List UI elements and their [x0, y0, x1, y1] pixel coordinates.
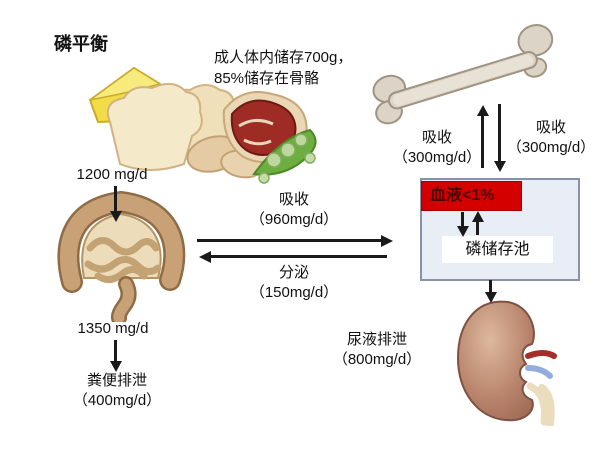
urine-value: （800mg/d）	[332, 351, 422, 368]
bread-icon	[106, 82, 236, 171]
intestine-icon	[57, 190, 186, 322]
arrow-feces-down	[114, 340, 117, 361]
phosphorus-store-label: 磷储存池	[442, 236, 553, 263]
arrow-bone-down	[498, 104, 501, 161]
arrow-pool-to-blood-up	[476, 222, 479, 235]
secretion-value: （150mg/d）	[249, 284, 339, 301]
page-title: 磷平衡	[54, 34, 108, 54]
body-storage-note: 成人体内储存700g， 85%储存在骨骼	[214, 47, 352, 89]
peas-icon	[252, 128, 317, 184]
arrow-secretion-left	[211, 255, 387, 258]
secretion-flow-label: 分泌 （150mg/d）	[250, 263, 338, 303]
bone-uptake-value: （300mg/d）	[392, 149, 482, 166]
intake-flow-label: 1200 mg/d	[76, 166, 148, 183]
urine-excretion-label: 尿液排泄 （800mg/d）	[333, 330, 421, 370]
arrow-bone-up	[481, 116, 484, 168]
bone-uptake-text: 吸收	[421, 129, 452, 146]
fecal-label: 粪便排泄	[86, 372, 147, 389]
absorption-flow-label: 吸收 （960mg/d）	[250, 190, 338, 230]
secretion-label: 分泌	[278, 264, 309, 281]
to-feces-flow-label: 1350 mg/d	[77, 320, 149, 337]
absorption-label: 吸收	[278, 191, 309, 208]
bone-release-value: （300mg/d）	[506, 139, 596, 156]
urine-label: 尿液排泄	[346, 331, 407, 348]
absorption-value: （960mg/d）	[249, 211, 339, 228]
bone-icon	[372, 24, 554, 125]
note-line-1: 成人体内储存700g，	[214, 49, 353, 66]
arrow-blood-to-pool-down	[461, 212, 464, 226]
food-illustration	[88, 66, 317, 184]
blood-compartment: 血液<1%	[421, 181, 522, 211]
note-line-2: 85%储存在骨骼	[214, 70, 320, 87]
arrow-intake-down	[114, 186, 117, 211]
fecal-excretion-label: 粪便排泄 （400mg/d）	[73, 371, 161, 411]
arrow-pool-to-kidney-down	[489, 280, 492, 292]
bone-release-text: 吸收	[535, 119, 566, 136]
bone-release-label: 吸收 （300mg/d）	[507, 118, 595, 158]
arrow-absorption-right	[197, 239, 381, 242]
fecal-value: （400mg/d）	[72, 392, 162, 409]
kidney-icon	[456, 300, 557, 426]
bone-uptake-label: 吸收 （300mg/d）	[393, 128, 481, 168]
